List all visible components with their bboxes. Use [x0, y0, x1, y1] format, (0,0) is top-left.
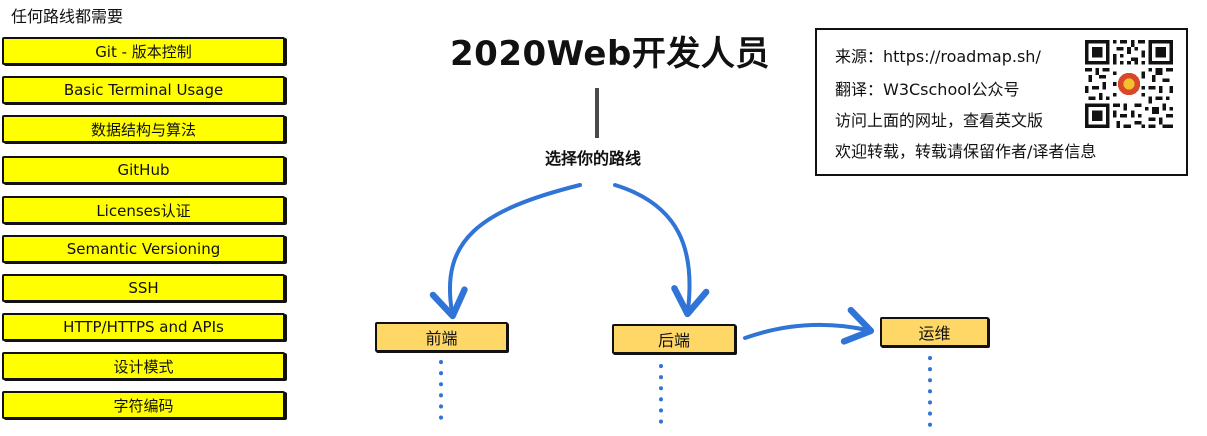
topic-git[interactable]: Git - 版本控制 — [2, 37, 285, 65]
role-backend[interactable]: 后端 — [612, 324, 736, 354]
role-devops[interactable]: 运维 — [880, 317, 989, 347]
topic-data-structures[interactable]: 数据结构与算法 — [2, 115, 285, 143]
topic-semantic-versioning[interactable]: Semantic Versioning — [2, 235, 285, 263]
arrow-to-frontend — [429, 183, 582, 320]
title-connector-line — [595, 88, 599, 138]
topic-terminal[interactable]: Basic Terminal Usage — [2, 76, 285, 104]
topic-http-apis[interactable]: HTTP/HTTPS and APIs — [2, 313, 285, 341]
reprint-note-line: 欢迎转载，转载请保留作者/译者信息 — [835, 142, 1097, 161]
topic-ssh[interactable]: SSH — [2, 274, 285, 302]
info-box: 来源：https://roadmap.sh/ 翻译：W3Cschool公众号 访… — [815, 28, 1188, 176]
visit-note-line: 访问上面的网址，查看英文版 — [835, 111, 1044, 130]
translator-line: 翻译：W3Cschool公众号 — [835, 80, 1020, 99]
topic-github[interactable]: GitHub — [2, 156, 285, 184]
role-frontend[interactable]: 前端 — [375, 322, 508, 352]
topic-character-encoding[interactable]: 字符编码 — [2, 391, 285, 419]
topic-licenses[interactable]: Licenses认证 — [2, 196, 285, 224]
arrow-to-backend — [613, 183, 710, 318]
arrow-to-devops — [743, 306, 875, 345]
source-line: 来源：https://roadmap.sh/ — [835, 47, 1041, 66]
roadmap-title: 2020Web开发人员 — [450, 34, 770, 74]
topic-design-patterns[interactable]: 设计模式 — [2, 352, 285, 380]
qr-code-icon[interactable] — [1085, 40, 1173, 128]
choose-path-label: 选择你的路线 — [545, 149, 642, 168]
requirements-heading: 任何路线都需要 — [11, 7, 124, 26]
